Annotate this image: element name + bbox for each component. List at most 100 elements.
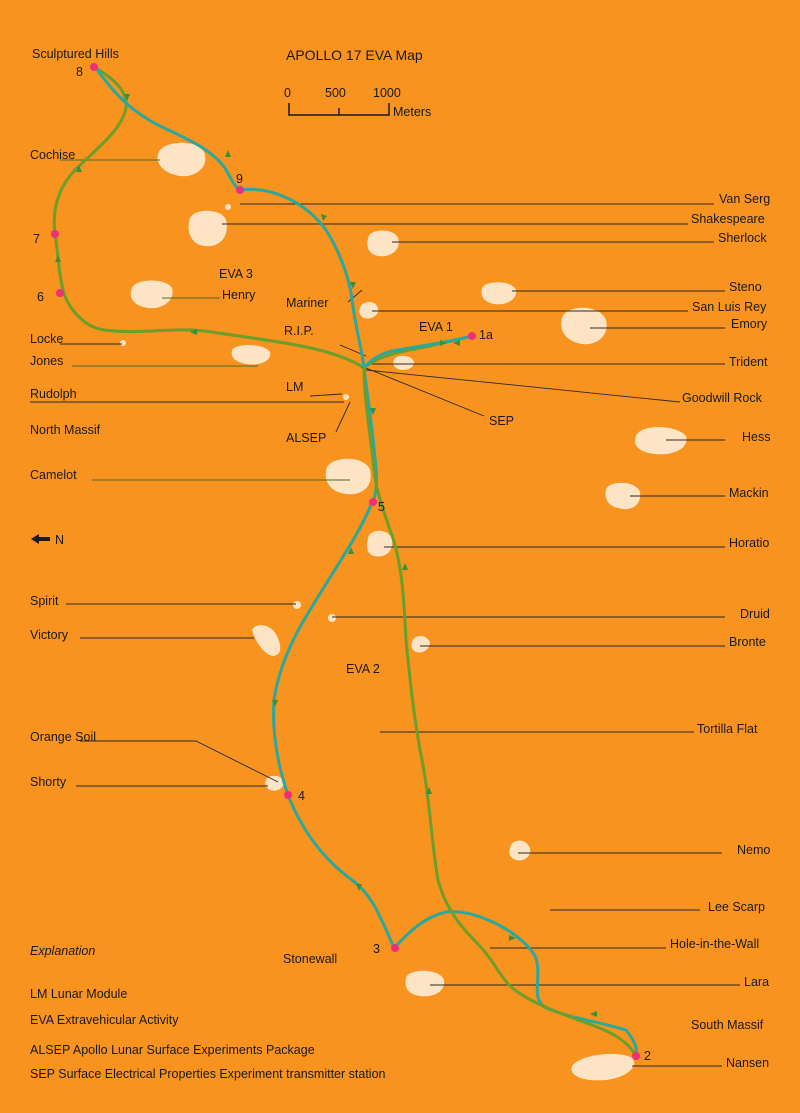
station-4-label: 4 <box>298 789 305 803</box>
station-7-label: 7 <box>33 232 40 246</box>
label-trident: Trident <box>729 355 768 369</box>
label-cochise: Cochise <box>30 148 75 162</box>
right-labels: Van Serg Shakespeare Sherlock Steno San … <box>670 192 770 1070</box>
station-3-marker <box>391 944 399 952</box>
crater-nansen <box>571 1053 635 1081</box>
scale-line <box>288 103 390 116</box>
crater-shakespeare <box>188 210 227 247</box>
scale-bar: 0 500 1000 Meters <box>284 86 431 119</box>
eva-routes <box>52 66 638 1058</box>
label-rudolph: Rudolph <box>30 387 77 401</box>
north-label: N <box>55 533 64 547</box>
label-lm: LM <box>286 380 303 394</box>
crater-cochise <box>157 142 206 177</box>
label-rip: R.I.P. <box>284 324 314 338</box>
crater-lara <box>405 970 445 997</box>
eva1-label: EVA 1 <box>419 320 453 334</box>
crater-steno <box>481 282 517 305</box>
label-van-serg: Van Serg <box>719 192 770 206</box>
station-1a-marker <box>468 332 476 340</box>
label-mackin: Mackin <box>729 486 769 500</box>
label-victory: Victory <box>30 628 69 642</box>
label-horatio: Horatio <box>729 536 769 550</box>
label-sep: SEP <box>489 414 514 428</box>
label-hess: Hess <box>742 430 770 444</box>
center-labels: Henry Mariner R.I.P. LM ALSEP SEP <box>222 288 514 445</box>
crater-locke <box>120 340 126 346</box>
crater-shorty <box>265 775 284 791</box>
label-emory: Emory <box>731 317 768 331</box>
crater-emory <box>561 307 607 345</box>
label-sherlock: Sherlock <box>718 231 767 245</box>
crater-camelot <box>325 458 371 495</box>
label-druid: Druid <box>740 607 770 621</box>
label-shorty: Shorty <box>30 775 67 789</box>
label-henry: Henry <box>222 288 256 302</box>
label-hole-in-the-wall: Hole-in-the-Wall <box>670 937 759 951</box>
label-san-luis-rey: San Luis Rey <box>692 300 767 314</box>
crater-van-serg <box>225 204 231 210</box>
eva3-label: EVA 3 <box>219 267 253 281</box>
crater-san-luis-rey <box>359 302 379 319</box>
eva1-route-return <box>362 334 474 370</box>
station-8-marker <box>90 63 98 71</box>
label-bronte: Bronte <box>729 635 766 649</box>
label-steno: Steno <box>729 280 762 294</box>
explanation-item-alsep: ALSEP Apollo Lunar Surface Experiments P… <box>30 1043 315 1057</box>
label-locke: Locke <box>30 332 63 346</box>
crater-henry <box>130 280 173 309</box>
label-nansen: Nansen <box>726 1056 769 1070</box>
stations: 8 9 7 6 1a 5 4 3 2 <box>33 63 651 1063</box>
scale-tick-1000: 1000 <box>373 86 401 100</box>
label-camelot: Camelot <box>30 468 77 482</box>
crater-mackin <box>605 482 641 510</box>
left-labels: Sculptured Hills Cochise Locke Jones Rud… <box>30 47 337 966</box>
station-5-marker <box>369 498 377 506</box>
label-goodwill-rock: Goodwill Rock <box>682 391 763 405</box>
scale-tick-0: 0 <box>284 86 291 100</box>
label-shakespeare: Shakespeare <box>691 212 765 226</box>
label-alsep: ALSEP <box>286 431 326 445</box>
label-spirit: Spirit <box>30 594 59 608</box>
craters <box>120 142 687 1081</box>
station-9-label: 9 <box>236 172 243 186</box>
label-orange-soil: Orange Soil <box>30 730 96 744</box>
crater-sherlock <box>367 230 399 257</box>
station-9-marker <box>236 186 244 194</box>
explanation-heading: Explanation <box>30 944 95 958</box>
label-jones: Jones <box>30 354 63 368</box>
label-lee-scarp: Lee Scarp <box>708 900 765 914</box>
station-6-label: 6 <box>37 290 44 304</box>
crater-victory <box>252 625 281 656</box>
north-arrow-icon <box>31 534 50 544</box>
crater-trident <box>393 355 414 370</box>
station-5-label: 5 <box>378 500 385 514</box>
label-mariner: Mariner <box>286 296 328 310</box>
crater-hess <box>634 427 687 455</box>
explanation-item-sep: SEP Surface Electrical Properties Experi… <box>30 1067 386 1081</box>
station-3-label: 3 <box>373 942 380 956</box>
label-sculptured-hills: Sculptured Hills <box>32 47 119 61</box>
leader-lines <box>30 159 740 1067</box>
crater-bronte <box>411 636 430 653</box>
crater-spirit <box>293 601 301 609</box>
label-stonewall: Stonewall <box>283 952 337 966</box>
crater-jones <box>231 344 271 365</box>
label-tortilla-flat: Tortilla Flat <box>697 722 758 736</box>
north-arrow: N <box>31 533 64 547</box>
station-8-label: 8 <box>76 65 83 79</box>
crater-horatio <box>366 530 393 557</box>
crater-nemo <box>509 840 531 861</box>
explanation-legend: Explanation LM Lunar Module EVA Extraveh… <box>30 944 386 1081</box>
station-2-label: 2 <box>644 1049 651 1063</box>
station-2-marker <box>632 1052 640 1060</box>
crater-druid <box>328 614 336 622</box>
station-1a-label: 1a <box>479 328 493 342</box>
label-nemo: Nemo <box>737 843 770 857</box>
explanation-item-lm: LM Lunar Module <box>30 987 127 1001</box>
explanation-item-eva: EVA Extravehicular Activity <box>30 1013 179 1027</box>
label-lara: Lara <box>744 975 769 989</box>
label-north-massif: North Massif <box>30 423 101 437</box>
eva2-label: EVA 2 <box>346 662 380 676</box>
